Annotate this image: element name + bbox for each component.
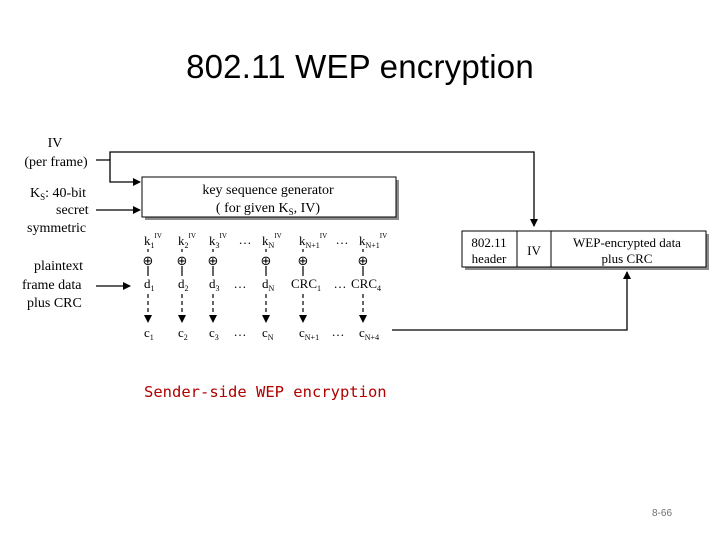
keystream-label-1: k1IV (144, 232, 162, 250)
ellipsis-data-2: … (334, 276, 347, 291)
iv-arrow-to-frame (109, 151, 538, 227)
xor-symbol-5: ⊕ (298, 254, 309, 269)
frame-data-label: frame data (22, 278, 82, 293)
plaintext-label-6: CRC4 (351, 276, 381, 293)
ellipsis-data-1: … (234, 276, 247, 291)
frame-box (461, 230, 707, 268)
xor-columns: k1IV ⊕ d1 c1 k2IV ⊕ d2 c2 k3IV ⊕ d3 c3 kNIV ⊕ dN cN kN+1… (143, 232, 388, 342)
plaintext-label: plaintext (34, 259, 83, 274)
xor-symbol-3: ⊕ (208, 254, 219, 269)
key-sequence-generator-box (141, 176, 397, 218)
ciphertext-label-2: c2 (178, 325, 188, 342)
page-number: 8-66 (652, 508, 673, 519)
ciphertext-label-5: cN+1 (299, 325, 319, 342)
ciphertext-arrow-to-frame (392, 271, 631, 331)
plus-crc-label: plus CRC (27, 296, 82, 311)
iv-arrow-to-generator (96, 159, 141, 186)
keystream-label-2: k2IV (178, 232, 196, 250)
frame-header-line2: header (472, 251, 507, 266)
xor-symbol-4: ⊕ (261, 254, 272, 269)
ellipsis-key-1: … (239, 232, 252, 247)
ciphertext-label-3: c3 (209, 325, 219, 342)
xor-symbol-6: ⊕ (358, 254, 369, 269)
plaintext-label-5: CRC1 (291, 276, 321, 293)
iv-label: IV (48, 136, 63, 151)
frame-header-line1: 802.11 (471, 235, 506, 250)
ciphertext-label-6: cN+4 (359, 325, 379, 342)
ellipsis-cipher-1: … (234, 324, 247, 339)
frame-payload-line1: WEP-encrypted data (573, 235, 681, 250)
keystream-label-6: kN+1IV (359, 232, 387, 250)
plaintext-label-1: d1 (144, 276, 155, 293)
xor-symbol-2: ⊕ (177, 254, 188, 269)
ellipsis-key-2: … (336, 232, 349, 247)
ciphertext-label-1: c1 (144, 325, 154, 342)
slide-title: 802.11 WEP encryption (186, 48, 534, 85)
plaintext-label-4: dN (262, 276, 275, 293)
frame-payload-line2: plus CRC (602, 251, 653, 266)
keystream-label-4: kNIV (262, 232, 282, 250)
plaintext-label-3: d3 (209, 276, 220, 293)
ks-symmetric-label: symmetric (27, 221, 86, 236)
keystream-label-5: kN+1IV (299, 232, 327, 250)
ciphertext-label-4: cN (262, 325, 274, 342)
ks-label: KS: 40-bit (30, 186, 86, 202)
ks-secret-label: secret (56, 203, 89, 218)
generator-line2: ( for given KS, IV) (216, 201, 320, 217)
frame-iv: IV (527, 243, 541, 258)
xor-symbol-1: ⊕ (143, 254, 154, 269)
diagram-caption: Sender-side WEP encryption (144, 383, 387, 401)
plaintext-label-2: d2 (178, 276, 189, 293)
keystream-label-3: k3IV (209, 232, 227, 250)
generator-line1: key sequence generator (202, 183, 334, 198)
ellipsis-cipher-2: … (332, 324, 345, 339)
iv-per-frame-label: (per frame) (24, 155, 88, 170)
